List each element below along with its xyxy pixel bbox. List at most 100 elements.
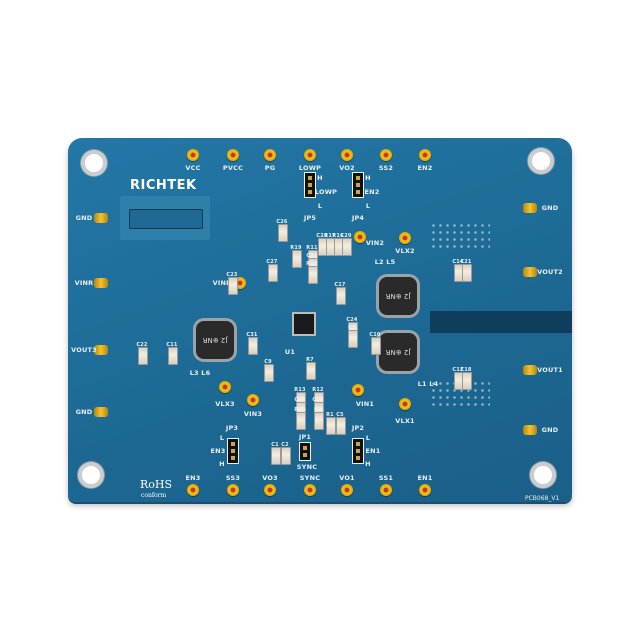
component-ref: C7 [348, 325, 356, 331]
test-point[interactable] [352, 384, 364, 396]
test-point-label: VO3 [262, 474, 278, 482]
jumper-label: L [317, 202, 323, 210]
ic-chip [292, 312, 316, 336]
terminal-post[interactable] [523, 365, 537, 375]
test-point-label: VLX2 [395, 247, 415, 255]
component-ref: C28 [316, 233, 328, 239]
inductor: J2 ⊕NR [196, 321, 234, 359]
component-ref: C11 [166, 342, 178, 348]
test-point[interactable] [219, 381, 231, 393]
smd-component [348, 330, 358, 348]
smd-component [314, 412, 324, 430]
rohs-conform: conform [141, 492, 167, 499]
component-ref: C5 [336, 412, 344, 418]
test-point-label: PG [264, 164, 276, 172]
component-ref: C26 [276, 219, 288, 225]
smd-component [228, 277, 238, 295]
test-point-label: VLX1 [395, 417, 415, 425]
component-ref: R11 [306, 245, 318, 251]
component-ref: R16 [332, 233, 344, 239]
board-id: PCB068_V1 [525, 495, 560, 502]
jumper-jp4[interactable] [352, 172, 364, 198]
test-point[interactable] [227, 484, 239, 496]
test-point[interactable] [380, 149, 392, 161]
smd-component [296, 412, 306, 430]
label-window [120, 196, 210, 240]
component-ref: R9 [314, 407, 322, 413]
test-point-label: VO1 [339, 474, 355, 482]
inductor-ref: L3 L6 [189, 369, 211, 377]
mounting-hole [78, 462, 104, 488]
component-ref: C15 [294, 397, 306, 403]
test-point[interactable] [380, 484, 392, 496]
smd-component [336, 287, 346, 305]
test-point[interactable] [399, 398, 411, 410]
terminal-label: VINR [74, 279, 94, 287]
jumper-jp3[interactable] [227, 438, 239, 464]
inductor-ref: L1 L4 [417, 380, 439, 388]
test-point[interactable] [227, 149, 239, 161]
test-point[interactable] [341, 149, 353, 161]
test-point[interactable] [187, 484, 199, 496]
test-point[interactable] [341, 484, 353, 496]
terminal-post[interactable] [523, 425, 537, 435]
terminal-post[interactable] [94, 345, 108, 355]
smd-component [462, 264, 472, 282]
jumper-label: JP3 [225, 424, 239, 432]
test-point-label: VIN3 [243, 410, 263, 418]
terminal-label: GND [541, 204, 559, 212]
terminal-post[interactable] [523, 203, 537, 213]
jumper-label: JP2 [351, 424, 365, 432]
component-ref: C18 [460, 367, 472, 373]
test-point-label: SS2 [378, 164, 394, 172]
jumper-label: H [219, 460, 225, 468]
component-ref: C9 [264, 359, 272, 365]
jumper-label: H [365, 460, 371, 468]
test-point[interactable] [264, 149, 276, 161]
terminal-post[interactable] [523, 267, 537, 277]
test-point[interactable] [187, 149, 199, 161]
component-ref: C29 [340, 233, 352, 239]
component-ref: C21 [460, 259, 472, 265]
component-ref: C24 [346, 317, 358, 323]
test-point[interactable] [419, 484, 431, 496]
jumper-label: H [365, 174, 371, 182]
jumper-label: L [365, 202, 371, 210]
terminal-post[interactable] [94, 407, 108, 417]
mounting-hole [81, 150, 107, 176]
test-point-label: EN1 [417, 474, 433, 482]
jumper-jp5[interactable] [304, 172, 316, 198]
test-point[interactable] [399, 232, 411, 244]
test-point-label: VCC [185, 164, 201, 172]
jumper-label: EN2 [364, 188, 380, 196]
component-ref: C31 [246, 332, 258, 338]
smd-component [278, 224, 288, 242]
terminal-post[interactable] [94, 278, 108, 288]
test-point-label: EN3 [185, 474, 201, 482]
smd-component [336, 417, 346, 435]
terminal-label: GND [75, 408, 93, 416]
component-ref: C10 [369, 332, 381, 338]
inductor: J2 ⊕NR [379, 277, 417, 315]
richtek-logo: RICHTEK [130, 178, 197, 193]
jumper-jp2[interactable] [352, 438, 364, 464]
test-point[interactable] [247, 394, 259, 406]
smd-component [268, 264, 278, 282]
test-point[interactable] [304, 484, 316, 496]
test-point[interactable] [419, 149, 431, 161]
ic-ref: U1 [284, 348, 296, 356]
smd-component [271, 447, 281, 465]
jumper-label: JP1 [298, 433, 312, 441]
component-ref: C13 [312, 397, 324, 403]
smd-component [306, 362, 316, 380]
test-point[interactable] [264, 484, 276, 496]
component-ref: R12 [312, 387, 324, 393]
component-ref: C27 [266, 259, 278, 265]
jumper-jp1[interactable] [299, 442, 311, 461]
test-point[interactable] [304, 149, 316, 161]
copper-trace [430, 311, 572, 333]
jumper-label: L [365, 434, 371, 442]
test-point[interactable] [354, 231, 366, 243]
terminal-post[interactable] [94, 213, 108, 223]
terminal-label: VOUT1 [537, 366, 563, 374]
